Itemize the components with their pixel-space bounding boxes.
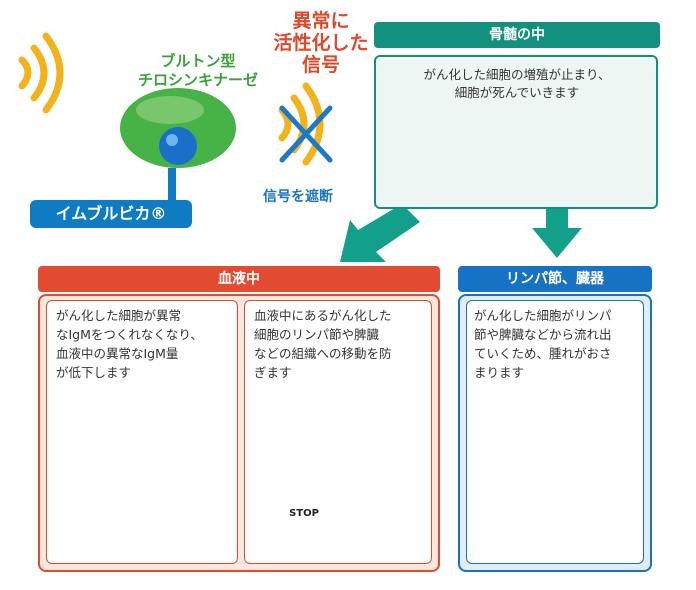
lymph-line2: 節や脾臓などから流れ出 xyxy=(474,327,612,342)
signal-line3: 信号 xyxy=(301,54,340,76)
blood-panel-migration-text: 血液中にあるがん化した 細胞のリンパ節や脾臓 などの組織への移動を防 ぎます xyxy=(254,306,426,382)
lymph-section-title: リンパ節、臓器 xyxy=(458,266,652,292)
marrow-text-line1: がん化した細胞の増殖が止まり、 xyxy=(423,67,611,82)
btk-label-line1: ブルトン型 xyxy=(160,52,236,70)
marrow-text-line2: 細胞が死んでいきます xyxy=(454,85,580,100)
marrow-section-title: 骨髄の中 xyxy=(374,22,660,48)
blood-panel-igm xyxy=(46,300,238,564)
blood-section-title: 血液中 xyxy=(38,266,440,292)
lymph-panel-text: がん化した細胞がリンパ 節や脾臓などから流れ出 ていくため、腫れがおさ まります xyxy=(474,306,640,382)
marrow-section-box xyxy=(374,55,658,209)
signal-block-label: 信号を遮断 xyxy=(263,189,333,205)
btk-enzyme-icon xyxy=(120,88,236,200)
btk-label-line2: チロシンキナーゼ xyxy=(137,71,258,89)
marrow-description: がん化した細胞の増殖が止まり、 細胞が死んでいきます xyxy=(394,66,640,102)
migration-line3: などの組織への移動を防 xyxy=(254,346,392,361)
btk-label: ブルトン型 チロシンキナーゼ xyxy=(108,52,288,90)
lymph-line3: ていくため、腫れがおさ xyxy=(474,346,612,361)
signal-waves-icon xyxy=(18,32,64,114)
igm-line4: が低下します xyxy=(56,365,132,380)
drug-name-badge: イムブルビカ® xyxy=(30,200,192,228)
arrow-to-blood-icon xyxy=(340,204,420,262)
abnormal-signal-label: 異常に 活性化した 信号 xyxy=(258,10,384,76)
igm-line3: 血液中の異常なIgM量 xyxy=(56,346,179,361)
migration-line2: 細胞のリンパ節や脾臓 xyxy=(254,327,380,342)
igm-line2: なIgMをつくれなくなり、 xyxy=(56,327,203,342)
lymph-line1: がん化した細胞がリンパ xyxy=(474,308,612,323)
blood-panel-igm-text: がん化した細胞が異常 なIgMをつくれなくなり、 血液中の異常なIgM量 が低下… xyxy=(56,306,231,382)
igm-line1: がん化した細胞が異常 xyxy=(56,308,182,323)
blocked-signal-icon xyxy=(278,82,333,166)
lymph-line4: まります xyxy=(474,365,525,380)
lymph-panel xyxy=(466,300,644,564)
stop-sign-label: STOP xyxy=(289,508,319,519)
migration-line4: ぎます xyxy=(254,365,292,380)
migration-line1: 血液中にあるがん化した xyxy=(254,308,392,323)
signal-line1: 異常に xyxy=(292,10,350,32)
blood-panel-migration xyxy=(244,300,432,564)
signal-line2: 活性化した xyxy=(273,32,369,54)
